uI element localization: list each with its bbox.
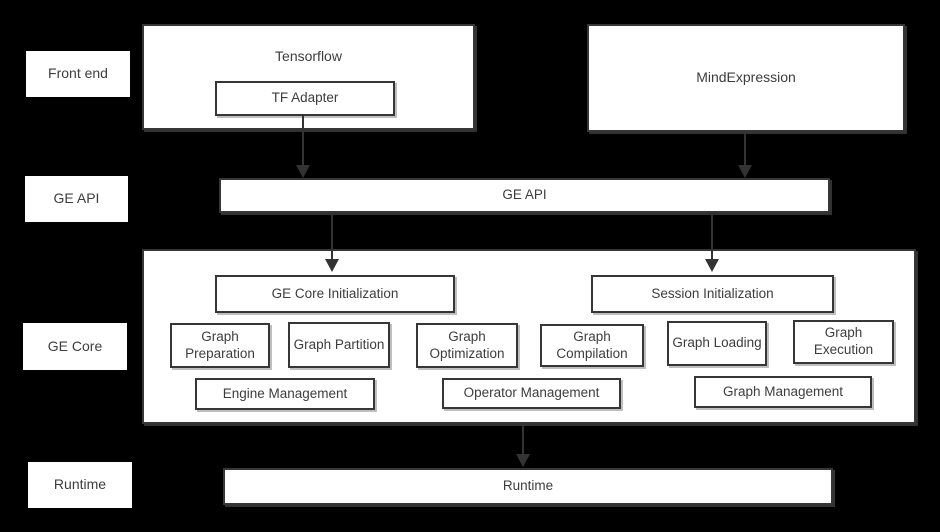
arrow-gecore-to-runtime-line xyxy=(522,424,524,457)
ge-api-bar: GE API xyxy=(219,178,830,213)
operator-management-box: Operator Management xyxy=(442,378,621,409)
mindexpression-box: MindExpression xyxy=(587,24,905,132)
arrow-mindexpression-to-geapi-line xyxy=(744,132,746,167)
graph-compilation-box: Graph Compilation xyxy=(540,324,644,367)
arrow-geapi-to-sessioninit-line xyxy=(711,213,713,261)
arrow-mindexpression-to-geapi-head xyxy=(738,165,752,178)
runtime-bar: Runtime xyxy=(223,468,833,505)
graph-execution-box: Graph Execution xyxy=(793,320,894,364)
ge-core-container: GE Core Initialization Session Initializ… xyxy=(142,249,916,424)
tf-adapter-box: TF Adapter xyxy=(215,81,395,116)
row-label-runtime: Runtime xyxy=(28,462,132,508)
ge-core-initialization-box: GE Core Initialization xyxy=(215,275,455,313)
arrow-tfadapter-to-geapi-head xyxy=(296,165,310,178)
session-initialization-box: Session Initialization xyxy=(591,275,834,313)
graph-loading-box: Graph Loading xyxy=(667,321,767,366)
row-label-front-end: Front end xyxy=(26,51,130,97)
tensorflow-label: Tensorflow xyxy=(275,48,342,64)
arrow-geapi-to-sessioninit-head xyxy=(705,259,719,272)
arrow-tfadapter-to-geapi-line xyxy=(302,114,304,167)
graph-optimization-box: Graph Optimization xyxy=(416,323,518,368)
tensorflow-box: Tensorflow TF Adapter xyxy=(142,24,475,130)
arrow-geapi-to-gecoreinit-line xyxy=(331,213,333,261)
arrow-geapi-to-gecoreinit-head xyxy=(325,259,339,272)
graph-partition-box: Graph Partition xyxy=(288,322,390,368)
row-label-ge-api: GE API xyxy=(25,176,128,222)
arrow-gecore-to-runtime-head xyxy=(516,454,530,467)
engine-management-box: Engine Management xyxy=(195,378,375,410)
graph-preparation-box: Graph Preparation xyxy=(170,323,270,368)
graph-management-box: Graph Management xyxy=(694,376,872,408)
row-label-ge-core: GE Core xyxy=(23,323,127,370)
